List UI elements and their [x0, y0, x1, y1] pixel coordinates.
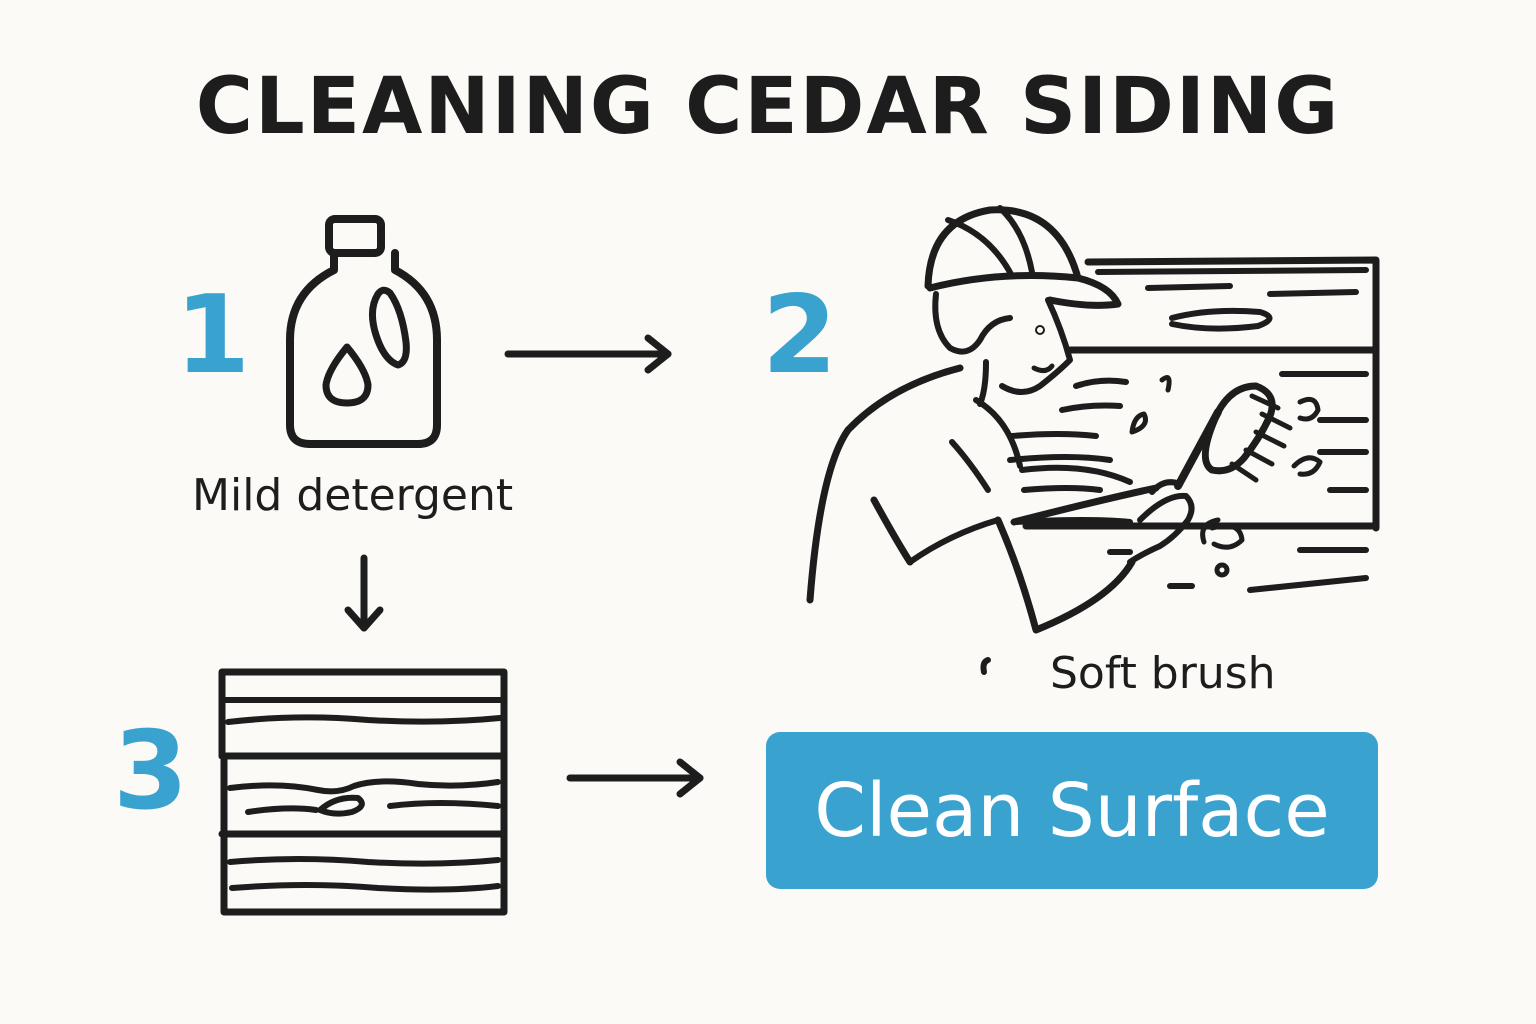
arrow-down-icon: [344, 554, 384, 632]
diagram-title: CLEANING CEDAR SIDING: [195, 62, 1341, 152]
step-1-number: 1: [175, 273, 251, 398]
step-2-number: 2: [762, 273, 838, 398]
step-2-label: Soft brush: [1050, 648, 1276, 699]
detergent-bottle-icon: [286, 215, 441, 448]
step-1-label: Mild detergent: [192, 470, 514, 521]
arrow-right-icon: [504, 334, 672, 374]
step-3-number: 3: [113, 709, 189, 834]
arrow-right-icon: [566, 758, 704, 798]
person-scrubbing-siding-icon: [806, 205, 1380, 675]
clean-surface-result-box: Clean Surface: [766, 732, 1378, 889]
clean-surface-label: Clean Surface: [814, 767, 1330, 854]
wood-siding-icon: [218, 668, 508, 916]
